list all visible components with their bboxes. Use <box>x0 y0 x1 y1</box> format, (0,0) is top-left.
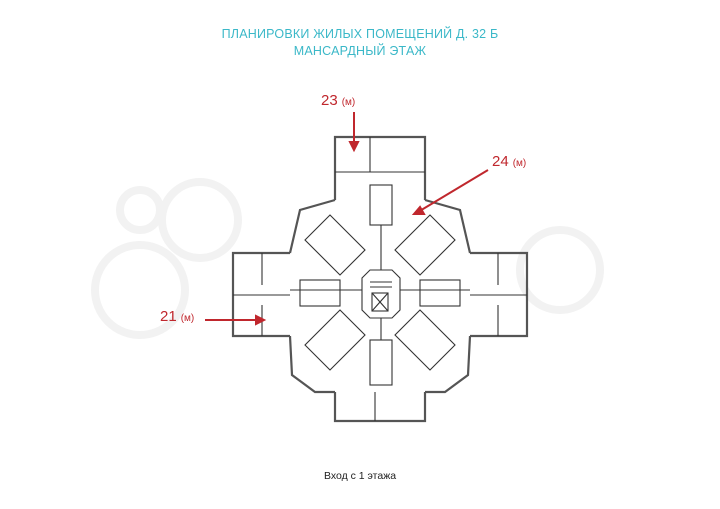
unit-number: 21 <box>160 308 177 325</box>
unit-23-label: 23(м) <box>321 92 355 110</box>
unit-number: 23 <box>321 92 338 109</box>
unit-24-label: 24(м) <box>492 153 526 171</box>
floor-subtitle: МАНСАРДНЫЙ ЭТАЖ <box>293 44 427 58</box>
unit-suffix: (м) <box>180 313 195 324</box>
entrance-caption: Вход с 1 этажа <box>323 470 397 482</box>
unit-suffix: (м) <box>341 97 356 108</box>
plan-title: ПЛАНИРОВКИ ЖИЛЫХ ПОМЕЩЕНИЙ Д. 32 Б <box>221 27 499 41</box>
unit-21-label: 21(м) <box>160 308 194 326</box>
unit-number: 24 <box>492 153 509 170</box>
unit-markers <box>205 112 489 326</box>
unit-suffix: (м) <box>512 158 527 169</box>
